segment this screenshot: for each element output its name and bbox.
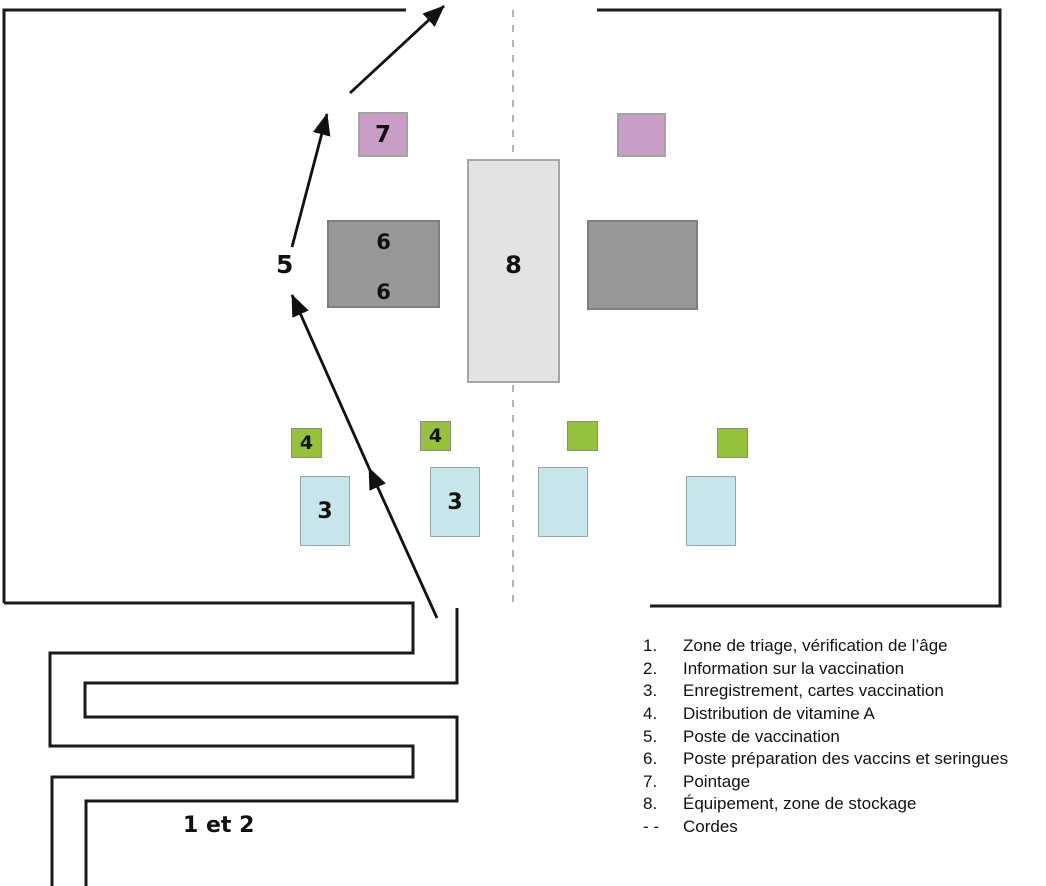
queue-barrier-inner [83,608,459,886]
queue-zone-label: 1 et 2 [183,813,255,838]
room-wall-left-top [2,8,406,603]
vaccine-prep-station-right [587,220,698,310]
registration-table-2: 3 [430,467,480,537]
legend-item-cordes-text: Cordes [683,817,738,837]
prep-left-label-top: 6 [376,230,391,254]
legend-item-7-text: Pointage [683,771,751,791]
registration-2-label: 3 [447,489,463,515]
flow-arrow-from-vaccination [290,113,331,248]
legend-item-6: 6. Poste préparation des vaccins et seri… [643,748,1043,771]
vaccination-post-label: 5 [276,250,294,279]
legend-item-3-number: 3. [643,681,658,701]
legend-item-3-text: Enregistrement, cartes vaccination [683,681,944,701]
registration-table-3 [538,467,588,537]
legend-item-6-text: Poste préparation des vaccins et seringu… [683,749,1009,769]
room-wall-right-bottom [597,8,1002,608]
legend-item-3: 3. Enregistrement, cartes vaccination [643,680,1043,703]
legend-item-5-number: 5. [643,726,658,746]
vitamin-a-1-label: 4 [299,432,314,454]
vitamin-a-table-3 [567,421,598,451]
vitamin-a-2-label: 4 [428,425,443,447]
storage-label: 8 [505,251,522,279]
legend-item-1-text: Zone de triage, vérification de l’âge [683,636,948,656]
legend-item-5: 5. Poste de vaccination [643,725,1043,748]
legend-item-8-text: Équipement, zone de stockage [683,794,917,814]
legend-item-6-number: 6. [643,749,658,769]
legend-item-4: 4. Distribution de vitamine A [643,703,1043,726]
flow-arrow-to-vaccination [290,294,371,469]
legend-item-2-text: Information sur la vaccination [683,658,905,678]
legend-item-7-number: 7. [643,771,658,791]
legend-item-4-number: 4. [643,704,658,724]
vitamin-a-table-1: 4 [291,428,322,458]
pointage-station-left: 7 [358,112,408,157]
legend-item-7: 7. Pointage [643,771,1043,794]
pointage-left-label: 7 [374,121,391,148]
legend-item-8: 8. Équipement, zone de stockage [643,793,1043,816]
vitamin-a-table-2: 4 [420,421,451,451]
equipment-storage-zone: 8 [467,159,560,383]
legend-item-5-text: Poste de vaccination [683,726,840,746]
vaccine-prep-station-left: 6 6 [327,220,440,308]
flow-arrow-entry [367,467,439,619]
vitamin-a-table-4 [717,428,748,458]
registration-table-1: 3 [300,476,350,546]
prep-left-label-bottom: 6 [376,280,391,304]
legend-item-2: 2. Information sur la vaccination [643,658,1043,681]
legend-item-1-number: 1. [643,636,658,656]
legend-item-cordes: - - Cordes [643,816,1043,839]
pointage-station-right [617,113,666,157]
flow-arrow-exit [349,4,445,95]
queue-barrier-outer [4,601,415,886]
legend-item-1: 1. Zone de triage, vérification de l’âge [643,635,1043,658]
legend: 1. Zone de triage, vérification de l’âge… [643,635,1043,838]
registration-1-label: 3 [317,498,333,524]
legend-item-4-text: Distribution de vitamine A [683,704,875,724]
legend-item-8-number: 8. [643,794,658,814]
legend-item-cordes-dashes: - - [643,817,660,837]
registration-table-4 [686,476,736,546]
legend-item-2-number: 2. [643,658,658,678]
